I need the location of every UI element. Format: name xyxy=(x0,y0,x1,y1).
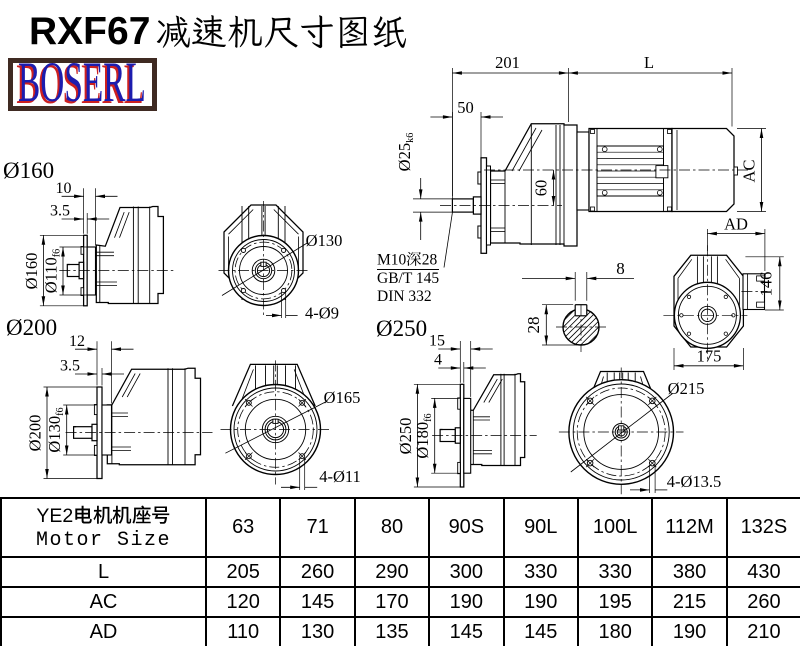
dim-rear-146: 146 xyxy=(757,272,776,297)
table-cell: 145 xyxy=(279,586,356,619)
logo-text-shadow: BOSERL xyxy=(16,52,144,116)
dim-rear-ad: AD xyxy=(724,215,748,234)
label-front160-holes: 4-Ø9 xyxy=(305,304,339,323)
table-header-en: Motor Size xyxy=(35,528,172,552)
dim-flange200-plate: 3.5 xyxy=(60,358,80,375)
table-cell: 300 xyxy=(428,555,505,589)
table-cell: 110 xyxy=(204,616,282,646)
table-col-header: 90S xyxy=(428,497,505,558)
table-cell: 205 xyxy=(204,555,282,589)
dim-key-depth: 28 xyxy=(524,317,543,334)
table-row-label: L xyxy=(0,555,207,589)
table-corner-cell: YE2 Motor Size xyxy=(0,497,207,558)
logo-text: BOSERL xyxy=(18,51,146,114)
table-cell: 190 xyxy=(651,616,728,646)
title-model: RXF67 xyxy=(29,10,151,53)
dim-flange200-offset: 12 xyxy=(69,333,85,350)
table-cell: 120 xyxy=(204,586,282,619)
table-col-header: 112M xyxy=(651,497,728,558)
table-cell: 180 xyxy=(576,616,654,646)
table-cell: 195 xyxy=(576,586,654,619)
label-front250-boltcircle: Ø215 xyxy=(668,379,705,398)
table-cell: 190 xyxy=(428,586,505,619)
dim-flange250-plate: 4 xyxy=(434,352,442,369)
table-cell: 170 xyxy=(353,586,431,619)
table-col-header: 63 xyxy=(204,497,282,558)
dim-key-width: 8 xyxy=(616,259,625,278)
table-col-header: 100L xyxy=(576,497,654,558)
dim-rear-175: 175 xyxy=(697,347,722,366)
label-flange250: Ø250 xyxy=(376,316,428,341)
label-flange160: Ø160 xyxy=(3,158,55,183)
label-flange200: Ø200 xyxy=(6,315,58,340)
dim-axis-offset: 60 xyxy=(532,180,551,197)
dim-flange250-dia: Ø250 xyxy=(396,418,415,455)
label-front250-holes: 4-Ø13.5 xyxy=(667,472,722,491)
tap-note-line3: DIN 332 xyxy=(377,287,432,305)
dim-shaft-dia: Ø25k6 xyxy=(395,133,416,172)
label-front160-boltcircle: Ø130 xyxy=(306,231,343,250)
label-front200-boltcircle: Ø165 xyxy=(324,388,361,407)
page-title: RXF67 xyxy=(29,10,407,54)
dim-flange160-spigot: Ø110f6 xyxy=(42,249,63,294)
dim-flange250-spigot: Ø180f6 xyxy=(413,413,434,458)
table-cell: 290 xyxy=(353,555,431,589)
table-col-header: 80 xyxy=(353,497,431,558)
table-col-header: 90L xyxy=(502,497,579,558)
table-cell: 330 xyxy=(502,555,579,589)
table-row-label: AC xyxy=(0,586,207,619)
table-header-cn: YE2 xyxy=(2,503,205,529)
table-cell: 145 xyxy=(502,616,579,646)
dim-flange160-plate: 3.5 xyxy=(50,203,70,220)
table-cell: 190 xyxy=(502,586,579,619)
dim-flange200-dia: Ø200 xyxy=(26,415,45,452)
dim-flange160-dia: Ø160 xyxy=(22,253,41,290)
table-col-header: 132S xyxy=(725,497,800,558)
table-cell: 210 xyxy=(725,616,800,646)
table-cell: 330 xyxy=(576,555,654,589)
boserl-logo: BOSERL BOSERL xyxy=(8,51,157,116)
table-cell: 260 xyxy=(725,586,800,619)
table-cell: 135 xyxy=(353,616,431,646)
table-col-header: 71 xyxy=(279,497,356,558)
table-cell: 130 xyxy=(279,616,356,646)
dim-flange250-offset: 15 xyxy=(429,333,445,350)
table-cell: 215 xyxy=(651,586,728,619)
dim-motor-length: L xyxy=(644,53,654,72)
table-row-label: AD xyxy=(0,616,207,646)
dim-motor-ac: AC xyxy=(740,160,759,183)
table-cell: 260 xyxy=(279,555,356,589)
dim-shaft-length: 50 xyxy=(457,98,474,117)
table-cell: 145 xyxy=(428,616,505,646)
dim-gear-length: 201 xyxy=(495,53,520,72)
dim-flange160-offset: 10 xyxy=(56,180,72,197)
table-cell: 430 xyxy=(725,555,800,589)
dim-flange200-spigot: Ø130f6 xyxy=(45,407,66,452)
tap-note-line2: GB/T 145 xyxy=(377,270,440,287)
table-cell: 380 xyxy=(651,555,728,589)
label-front200-holes: 4-Ø11 xyxy=(319,467,361,486)
